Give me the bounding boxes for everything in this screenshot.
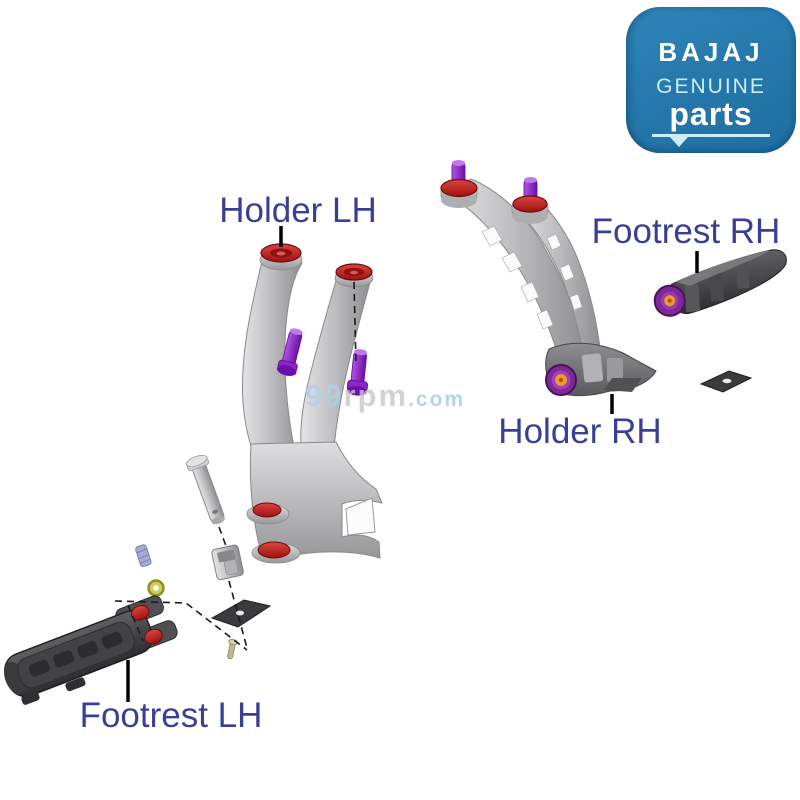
bolt-icon [276,328,303,376]
bolt-icon [346,349,368,396]
rubber-bushing-icon [144,628,163,645]
bajaj-genuine-parts-badge: BAJAJ GENUINE parts [626,7,796,153]
watermark-99rpm: 99rpm.com [305,380,465,411]
rubber-bushing-icon [130,605,150,621]
red-pad-upper [252,502,282,518]
split-pin-part [227,639,239,660]
rubber-bushing-icon [512,195,548,213]
badge-arrow-down-icon [670,137,688,147]
red-pad-lower [257,541,291,559]
footrest-lh-part [4,595,178,705]
washer-part [147,579,165,597]
label-holder-lh: Holder LH [219,191,377,230]
watermark-rpm: rpm [343,378,409,413]
pivot-bushing-icon [545,364,577,396]
pivot-block-part [211,544,244,581]
spring-part [135,544,152,568]
badge-genuine-text: GENUINE [656,75,766,98]
footrest-rh-part [653,249,787,317]
holder-lh-part [242,243,383,564]
rubber-bushing-icon [440,178,478,198]
badge-underline [652,134,770,147]
label-holder-rh: Holder RH [498,412,662,451]
pivot-bushing-icon [653,284,686,317]
watermark-number: 99 [305,378,344,413]
rubber-bushing-icon [260,243,302,263]
base-cutout [345,497,376,536]
holder-rh-part [440,160,657,397]
badge-parts-text: parts [669,96,753,132]
watermark-dotcom: .com [408,388,466,411]
truss-cutouts [481,225,583,330]
badge-brand-text: BAJAJ [658,37,764,67]
label-pointer-lines [126,226,699,702]
mount-plate-rh-part [699,370,753,393]
assembly-dashed-lines [114,281,357,651]
rubber-bushing-icon [335,263,373,281]
label-footrest-rh: Footrest RH [591,212,781,251]
mount-plate-lh-part [210,599,272,628]
label-footrest-lh: Footrest LH [79,696,263,735]
clevis-pin-part [185,454,225,525]
